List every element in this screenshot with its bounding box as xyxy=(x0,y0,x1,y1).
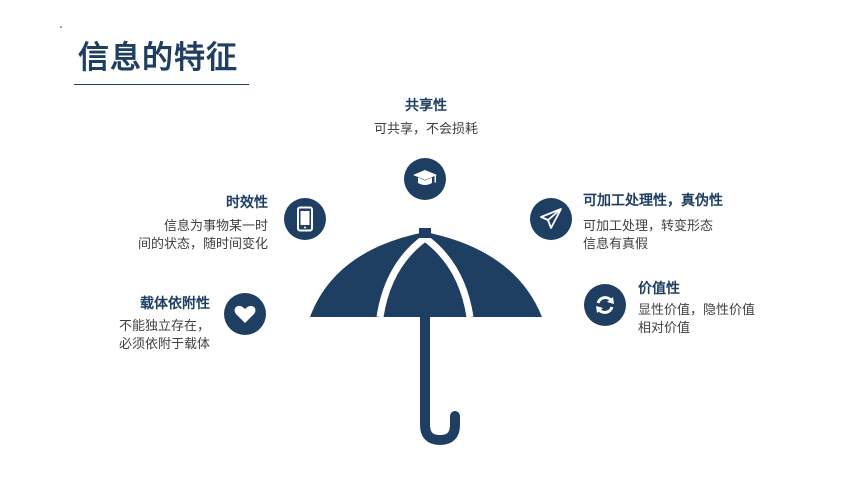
share-icon-badge xyxy=(404,158,446,200)
paper-plane-icon xyxy=(540,208,562,229)
graduation-cap-icon xyxy=(413,170,437,185)
feature-desc-processable-2: 信息有真假 xyxy=(583,237,649,252)
value-icon-badge xyxy=(584,284,626,326)
timeliness-icon-badge xyxy=(284,198,326,240)
feature-desc-processable-1: 可加工处理，转变形态 xyxy=(583,219,714,234)
feature-label-carrier: 载体依附性 xyxy=(140,296,210,312)
processable-icon-badge xyxy=(530,198,572,240)
feature-label-value: 价值性 xyxy=(638,281,680,297)
umbrella-handle xyxy=(420,312,460,446)
heart-icon xyxy=(234,305,256,323)
carrier-icon-badge xyxy=(224,293,266,335)
feature-desc-timeliness-2: 间的状态，随时间变化 xyxy=(137,237,268,252)
umbrella-tip xyxy=(419,228,431,238)
page-title: 信息的特征 xyxy=(78,40,238,76)
feature-desc-carrier-2: 必须依附于载体 xyxy=(118,337,210,352)
feature-label-share: 共享性 xyxy=(405,98,447,114)
feature-desc-value-2: 相对价值 xyxy=(638,321,691,336)
feature-desc-carrier-1: 不能独立存在， xyxy=(118,319,210,334)
title-underline xyxy=(74,84,249,85)
smartphone-icon xyxy=(297,206,313,232)
decor-dot xyxy=(60,26,62,28)
feature-label-processable: 可加工处理性，真伪性 xyxy=(583,193,723,209)
refresh-icon xyxy=(596,296,614,314)
feature-desc-timeliness-1: 信息为事物某一时 xyxy=(163,219,268,234)
feature-desc-share: 可共享，不会损耗 xyxy=(373,122,478,137)
feature-label-timeliness: 时效性 xyxy=(226,195,268,211)
feature-desc-value-1: 显性价值，隐性价值 xyxy=(638,303,756,318)
umbrella-canopy xyxy=(310,232,542,317)
